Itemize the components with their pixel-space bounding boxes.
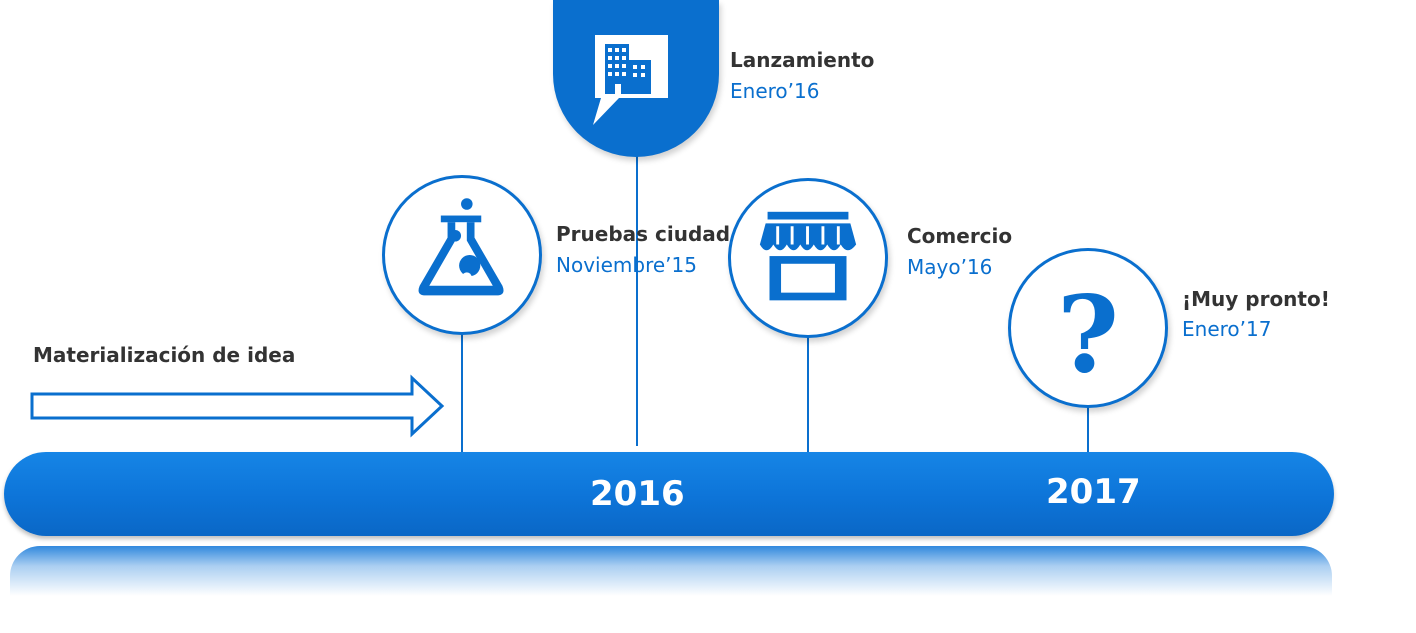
timeline-reflection [10, 546, 1332, 596]
milestone-date-comercio: Mayo’16 [907, 255, 993, 279]
flask-icon [418, 198, 504, 296]
milestone-title-pruebas: Pruebas ciudad [556, 222, 731, 246]
stem-pruebas [461, 334, 463, 452]
stem-pronto [1087, 406, 1089, 452]
milestone-title-lanzamiento: Lanzamiento [730, 48, 875, 72]
building-chat-icon [593, 35, 668, 125]
milestone-date-pronto: Enero’17 [1182, 317, 1272, 341]
milestone-date-lanzamiento: Enero’16 [730, 79, 820, 103]
storefront-icon [759, 211, 857, 301]
milestone-circle-pruebas [382, 175, 542, 335]
svg-text:?: ? [1057, 272, 1119, 396]
milestone-circle-pronto: ? [1008, 248, 1168, 408]
year-label-2017: 2017 [1046, 472, 1141, 512]
stem-comercio [807, 336, 809, 452]
milestone-circle-comercio [728, 178, 888, 338]
idea-label: Materialización de idea [33, 343, 296, 367]
stem-lanzamiento [636, 150, 638, 446]
milestone-title-comercio: Comercio [907, 224, 1013, 248]
milestone-circle-lanzamiento [553, 0, 719, 157]
year-label-2016: 2016 [590, 474, 685, 514]
milestone-date-pruebas: Noviembre’15 [556, 253, 697, 277]
timeline-bar: 2016 2017 [4, 452, 1334, 536]
milestone-title-pronto: ¡Muy pronto! [1182, 287, 1330, 311]
question-mark-icon: ? [1057, 272, 1119, 396]
hollow-arrow [30, 374, 445, 438]
